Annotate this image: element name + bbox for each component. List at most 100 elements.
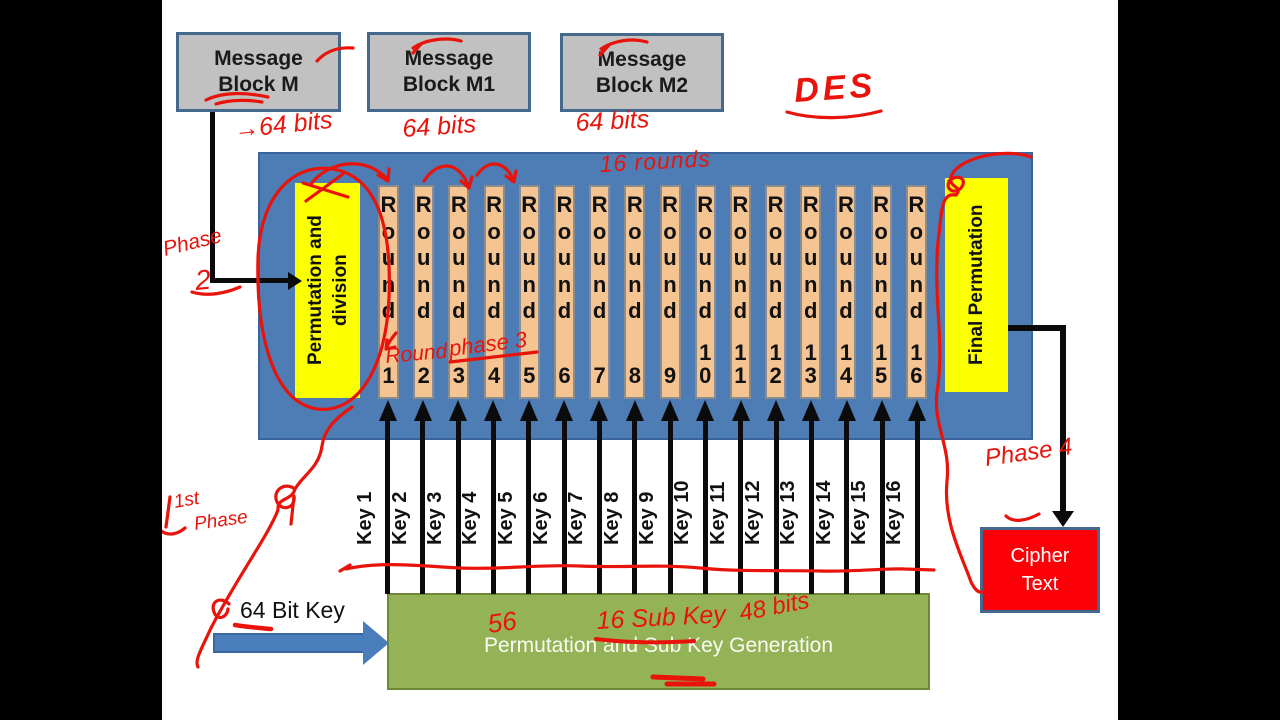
connector-message-to-ip-arrowhead <box>288 272 302 290</box>
sub-key-arrow <box>484 400 503 594</box>
letterbox-left <box>0 0 162 720</box>
arrow-line <box>914 419 920 594</box>
arrow-head <box>661 400 680 421</box>
arrow-line <box>455 419 461 594</box>
key-label: Key 6 <box>530 491 553 545</box>
arrow-line <box>844 419 850 594</box>
key-generation-label: Permutation and Sub Key Generation <box>483 633 834 657</box>
sub-key-arrow <box>873 400 892 594</box>
arrow-line <box>420 419 426 594</box>
cipher-text-box: Cipher Text <box>980 527 1100 613</box>
initial-permutation-label: Permutation and division <box>304 215 351 366</box>
arrow-line <box>632 419 638 594</box>
key-generation-box: Permutation and Sub Key Generation <box>387 593 930 690</box>
message-block-m2-label: Message Block M2 <box>595 47 689 97</box>
key-input-arrow <box>213 633 365 653</box>
final-permutation-label: Final Permutation <box>966 204 987 366</box>
key-input-arrow-head <box>363 621 389 665</box>
message-block-m1-label: Message Block M1 <box>402 47 496 96</box>
key-label: Key 11 <box>706 481 729 545</box>
arrow-line <box>879 419 885 594</box>
cipher-text-label: Cipher Text <box>1010 545 1070 595</box>
key-label: Key 12 <box>742 480 765 546</box>
arrow-head <box>696 400 715 421</box>
arrow-head <box>555 400 574 421</box>
arrow-head <box>802 400 821 421</box>
key-label: Key 14 <box>812 480 835 546</box>
message-block-m: Message Block M <box>176 32 341 112</box>
arrow-head <box>837 400 856 421</box>
round-number: 1 <box>382 363 395 388</box>
arrow-head <box>378 400 397 421</box>
key-label: Key 4 <box>459 491 482 545</box>
round-number: 3 <box>452 363 465 388</box>
arrow-line <box>773 419 779 594</box>
sub-key-arrow <box>625 400 644 594</box>
key-input-label: 64 Bit Key <box>240 597 345 623</box>
round-number: 5 <box>523 363 536 388</box>
arrow-head <box>873 400 892 421</box>
key-label: Key 1 <box>353 491 376 545</box>
round-number: 2 <box>417 363 430 388</box>
sub-key-arrow <box>449 400 468 594</box>
sub-key-arrow <box>767 400 786 594</box>
arrow-head <box>731 400 750 421</box>
sub-key-arrow <box>802 400 821 594</box>
round-number: 8 <box>628 363 641 388</box>
arrow-line <box>702 419 708 594</box>
arrow-line <box>667 419 673 594</box>
sub-key-arrow <box>519 400 538 594</box>
key-label: Key 8 <box>600 491 623 545</box>
sub-key-arrow <box>731 400 750 594</box>
arrow-head <box>519 400 538 421</box>
connector-fp-to-cipher-arrowhead <box>1052 511 1074 527</box>
key-label: Key 15 <box>848 480 871 546</box>
round-number: 6 <box>558 363 571 388</box>
key-label: Key 10 <box>671 480 694 546</box>
key-label: Key 5 <box>494 491 517 545</box>
arrow-head <box>625 400 644 421</box>
key-label: Key 2 <box>388 491 411 545</box>
sub-key-arrow <box>837 400 856 594</box>
arrow-head <box>908 400 927 421</box>
key-label: Key 3 <box>424 491 447 545</box>
sub-key-arrow <box>661 400 680 594</box>
round-number: 9 <box>663 363 677 388</box>
sub-key-arrow <box>590 400 609 594</box>
connector-message-to-ip-horizontal <box>210 278 288 283</box>
arrow-line <box>596 419 602 594</box>
connector-message-to-ip-vertical <box>210 112 215 283</box>
key-label: Key 16 <box>883 480 906 546</box>
arrow-head <box>449 400 468 421</box>
sub-key-arrow <box>555 400 574 594</box>
